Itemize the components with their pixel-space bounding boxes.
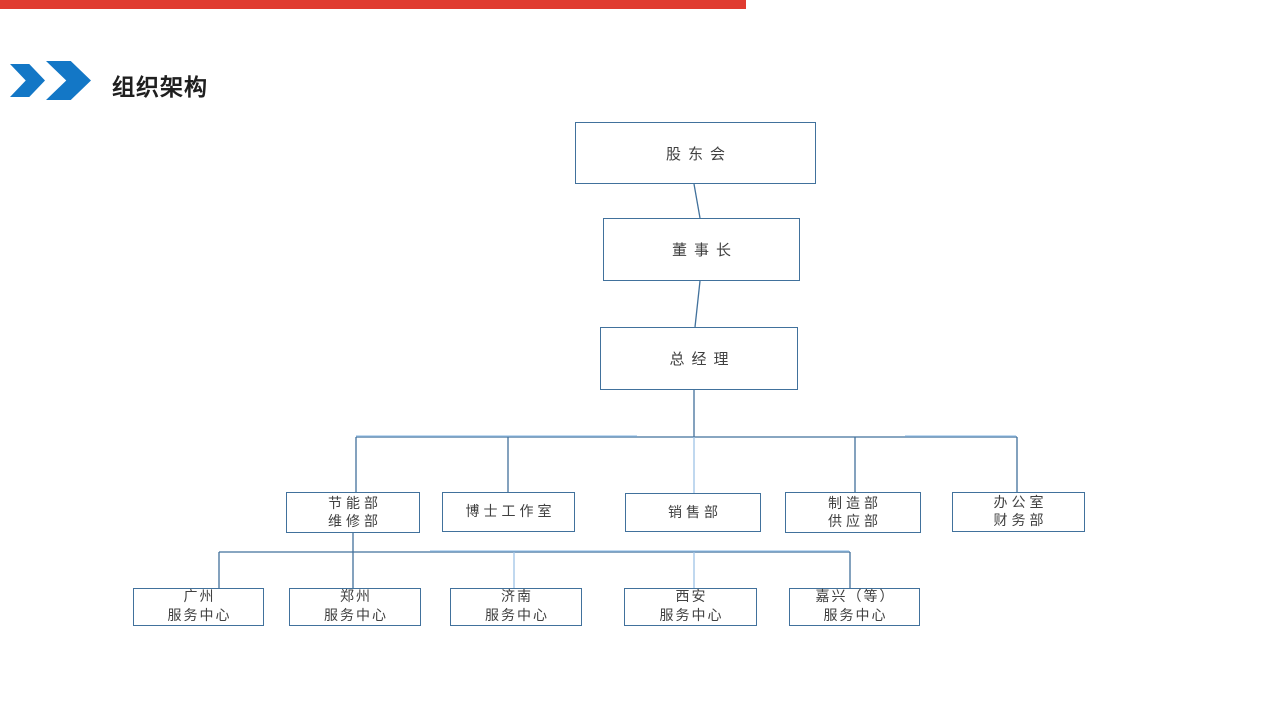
org-node-label: 制造部 (828, 495, 882, 512)
org-node-label: 嘉兴（等） (815, 589, 896, 605)
chevron-right-icon (10, 64, 45, 97)
org-node-label: 维修部 (328, 513, 382, 530)
org-node-label: 供应部 (828, 513, 882, 530)
org-node-label: 济南 (501, 589, 533, 605)
org-node-label: 西安 (675, 589, 708, 605)
org-node-xian-service-center: 西安 服务中心 (624, 588, 757, 626)
page-title: 组织架构 (112, 75, 208, 101)
org-node-label: 董事长 (671, 241, 738, 259)
connector-line (693, 183, 701, 219)
org-node-label: 博士工作室 (465, 504, 556, 520)
org-node-label: 服务中心 (324, 608, 388, 624)
connector-line (694, 280, 701, 328)
org-node-doctor-studio: 博士工作室 (442, 492, 575, 532)
org-node-office-finance-dept: 办公室 财务部 (952, 492, 1085, 532)
org-node-label: 服务中心 (823, 608, 888, 624)
org-node-general-manager: 总经理 (600, 327, 798, 390)
org-node-label: 广州 (183, 589, 216, 605)
org-node-energy-maintenance-dept: 节能部 维修部 (286, 492, 420, 533)
top-accent-bar (0, 0, 746, 9)
org-node-label: 总经理 (669, 350, 736, 368)
org-node-sales-dept: 销售部 (625, 493, 761, 532)
org-node-label: 股东会 (665, 144, 732, 163)
org-node-label: 销售部 (668, 504, 722, 521)
org-node-label: 节能部 (328, 495, 382, 512)
org-node-label: 服务中心 (167, 608, 232, 624)
org-node-guangzhou-service-center: 广州 服务中心 (133, 588, 264, 626)
chevron-right-icon (46, 61, 91, 100)
org-node-label: 服务中心 (659, 608, 724, 624)
org-node-shareholders: 股东会 (575, 122, 816, 184)
org-node-label: 郑州 (340, 589, 372, 605)
org-node-label: 服务中心 (485, 608, 549, 624)
org-node-chairman: 董事长 (603, 218, 800, 281)
org-node-zhengzhou-service-center: 郑州 服务中心 (289, 588, 421, 626)
org-node-manufacturing-supply-dept: 制造部 供应部 (785, 492, 921, 533)
org-node-label: 财务部 (993, 513, 1048, 529)
org-node-label: 办公室 (993, 495, 1048, 511)
org-node-jiaxing-service-center: 嘉兴（等） 服务中心 (789, 588, 920, 626)
org-node-jinan-service-center: 济南 服务中心 (450, 588, 582, 626)
